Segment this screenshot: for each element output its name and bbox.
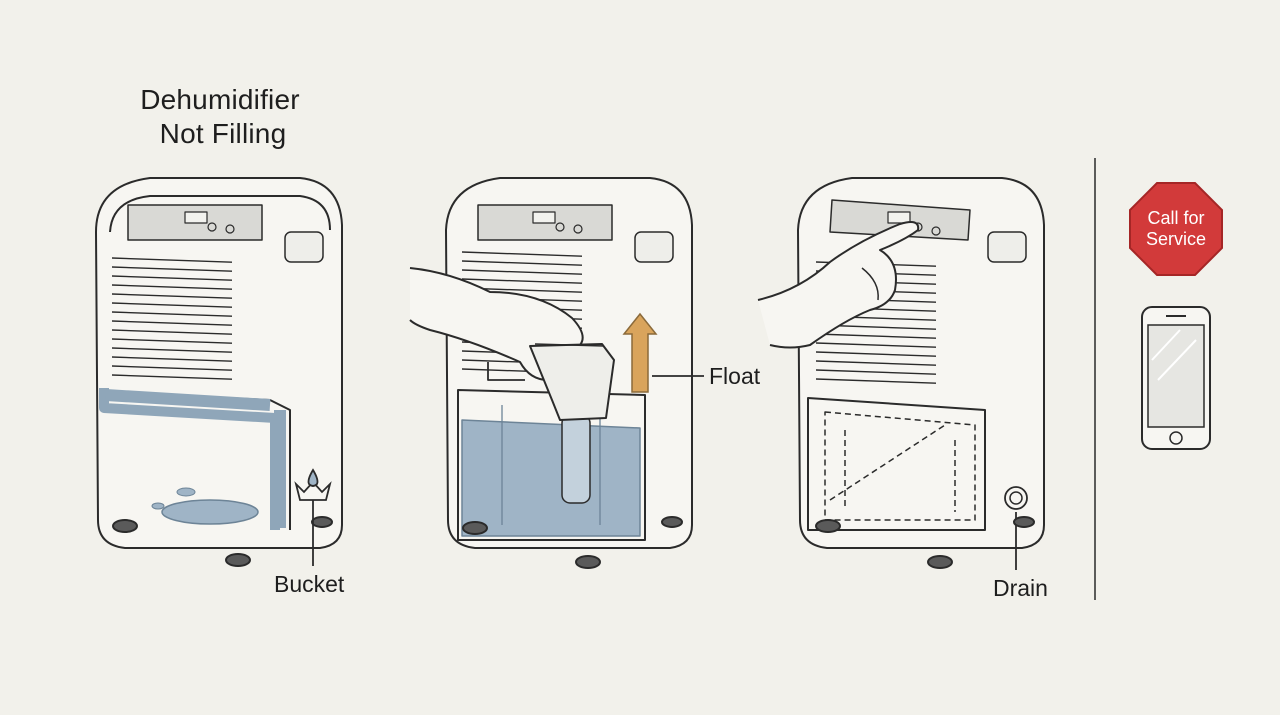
stop-sign-label: Call for Service <box>1130 208 1222 250</box>
smartphone-icon <box>1141 306 1211 450</box>
stop-sign-line-1: Call for <box>1147 208 1205 228</box>
callout-bucket: Bucket <box>274 571 345 597</box>
callout-float: Float <box>709 363 761 389</box>
callout-drain: Drain <box>993 575 1048 601</box>
dehumidifier-unit-1 <box>95 177 343 567</box>
float-tube <box>561 414 591 504</box>
pointing-hand-icon <box>757 221 920 349</box>
title-line-1: Dehumidifier <box>140 84 300 115</box>
stop-sign-icon <box>1129 182 1223 276</box>
title-line-2: Not Filling <box>159 118 287 149</box>
stop-sign-line-2: Service <box>1145 229 1207 249</box>
water-drop-icon <box>294 468 332 566</box>
up-arrow-icon <box>622 312 704 393</box>
dehumidifier-unit-3 <box>797 177 1045 570</box>
drain-port <box>1004 486 1028 510</box>
water-bucket-fill <box>461 419 641 537</box>
hand-icon <box>409 267 615 421</box>
water-puddle <box>161 499 259 525</box>
